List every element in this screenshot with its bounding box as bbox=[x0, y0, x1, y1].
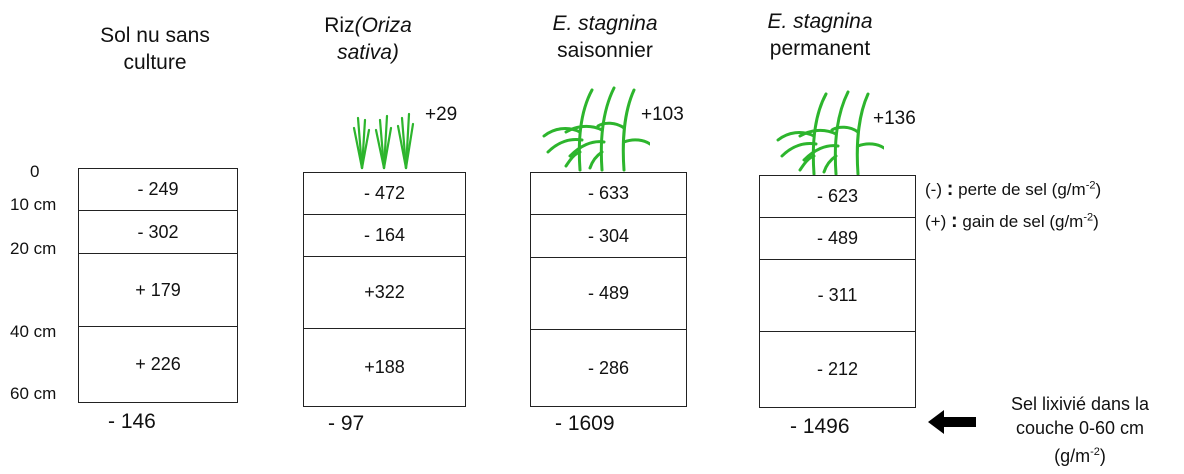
title-line: Sol nu sans bbox=[100, 24, 210, 47]
layer-value: - 489 bbox=[816, 228, 859, 248]
arrow-left-icon bbox=[928, 410, 976, 434]
layer-value: +322 bbox=[364, 282, 405, 302]
legend-close: ) bbox=[1093, 212, 1099, 231]
depth-label: 20 cm bbox=[10, 239, 57, 258]
soil-layer-cell: +322 bbox=[304, 257, 465, 329]
soil-layer-cell: - 249 bbox=[79, 169, 237, 211]
soil-layer-cell: - 489 bbox=[760, 218, 915, 260]
grass-plant-icon bbox=[776, 90, 884, 176]
column-title-stagnina-seasonal: E. stagnina saisonnier bbox=[520, 10, 690, 64]
soil-profile-stagnina-permanent: - 623 - 489 - 311 - 212 bbox=[759, 175, 916, 408]
layer-value: - 311 bbox=[817, 285, 858, 305]
title-line: saisonnier bbox=[557, 39, 653, 62]
layer-value: - 304 bbox=[587, 225, 630, 246]
soil-layer-cell: - 212 bbox=[760, 332, 915, 407]
title-line: culture bbox=[123, 51, 187, 74]
layer-value: - 472 bbox=[363, 183, 406, 203]
column-title-stagnina-permanent: E. stagnina permanent bbox=[740, 8, 900, 62]
layer-value: - 302 bbox=[137, 221, 179, 242]
layer-value: - 623 bbox=[816, 186, 859, 206]
plant-salt-value: +29 bbox=[425, 104, 458, 125]
layer-value: + 179 bbox=[135, 279, 181, 300]
layer-value: + 226 bbox=[135, 354, 181, 374]
leached-total: - 146 bbox=[108, 410, 156, 433]
plant-salt-value: +136 bbox=[873, 108, 916, 129]
title-line: sativa) bbox=[337, 41, 399, 64]
title-line: Riz bbox=[324, 14, 355, 37]
layer-value: - 286 bbox=[587, 357, 630, 378]
soil-layer-cell: - 304 bbox=[531, 215, 686, 258]
column-title-bare-soil: Sol nu sans culture bbox=[60, 22, 250, 76]
note-close: ) bbox=[1099, 446, 1106, 466]
layer-value: - 249 bbox=[137, 179, 179, 199]
leached-total: - 97 bbox=[328, 412, 365, 435]
soil-layer-cell: - 623 bbox=[760, 176, 915, 218]
soil-layer-cell: - 472 bbox=[304, 173, 465, 215]
legend-symbol: (-) bbox=[925, 180, 942, 199]
depth-label: 0 bbox=[30, 162, 40, 181]
legend-gain: (+) : gain de sel (g/m-2) bbox=[925, 210, 1099, 233]
layer-value: - 633 bbox=[587, 183, 630, 203]
legend-close: ) bbox=[1095, 180, 1102, 199]
legend-text: gain de sel (g/m bbox=[962, 212, 1084, 231]
plant-salt-value: +103 bbox=[641, 104, 684, 125]
depth-label: 10 cm bbox=[10, 195, 57, 214]
legend-loss: (-) : perte de sel (g/m-2) bbox=[925, 178, 1101, 201]
depth-label: 60 cm bbox=[10, 384, 57, 403]
layer-value: - 489 bbox=[587, 283, 630, 303]
layer-value: +188 bbox=[364, 357, 405, 377]
depth-label: 40 cm bbox=[10, 322, 57, 341]
note-line: couche 0-60 cm bbox=[1015, 418, 1145, 438]
layer-value: - 164 bbox=[363, 225, 406, 245]
note-exponent: -2 bbox=[1090, 446, 1100, 458]
leached-total: - 1609 bbox=[555, 412, 615, 435]
soil-layer-cell: - 311 bbox=[760, 260, 915, 332]
title-line: permanent bbox=[769, 37, 871, 60]
legend-exponent: -2 bbox=[1085, 179, 1096, 192]
soil-profile-rice: - 472 - 164 +322 +188 bbox=[303, 172, 466, 407]
title-line: E. stagnina bbox=[552, 12, 658, 35]
note-line: Sel lixivié dans la bbox=[1010, 394, 1150, 414]
leached-salt-note: Sel lixivié dans la couche 0-60 cm (g/m-… bbox=[985, 392, 1175, 468]
soil-profile-bare: - 249 - 302 + 179 + 226 bbox=[78, 168, 238, 403]
legend-colon: : bbox=[950, 210, 958, 232]
note-line: (g/m bbox=[1054, 446, 1091, 466]
leached-total: - 1496 bbox=[790, 415, 850, 438]
soil-layer-cell: + 179 bbox=[79, 254, 237, 327]
soil-layer-cell: +188 bbox=[304, 329, 465, 406]
column-title-rice: Riz(Oriza sativa) bbox=[288, 12, 448, 66]
legend-symbol: (+) bbox=[925, 212, 947, 231]
soil-layer-cell: - 286 bbox=[531, 330, 686, 406]
soil-profile-stagnina-seasonal: - 633 - 304 - 489 - 286 bbox=[530, 172, 687, 407]
soil-layer-cell: - 164 bbox=[304, 215, 465, 257]
soil-layer-cell: - 489 bbox=[531, 258, 686, 330]
legend-text: perte de sel (g/m bbox=[958, 180, 1086, 199]
title-line: E. stagnina bbox=[767, 10, 873, 33]
layer-value: - 212 bbox=[816, 359, 859, 379]
soil-layer-cell: - 633 bbox=[531, 173, 686, 215]
soil-layer-cell: + 226 bbox=[79, 327, 237, 402]
grass-plant-icon bbox=[542, 86, 650, 172]
rice-plant-icon bbox=[352, 112, 415, 170]
soil-layer-cell: - 302 bbox=[79, 211, 237, 254]
legend-exponent: -2 bbox=[1083, 211, 1094, 224]
legend-colon: : bbox=[946, 178, 954, 200]
title-line-italic: (Oriza bbox=[354, 14, 412, 37]
